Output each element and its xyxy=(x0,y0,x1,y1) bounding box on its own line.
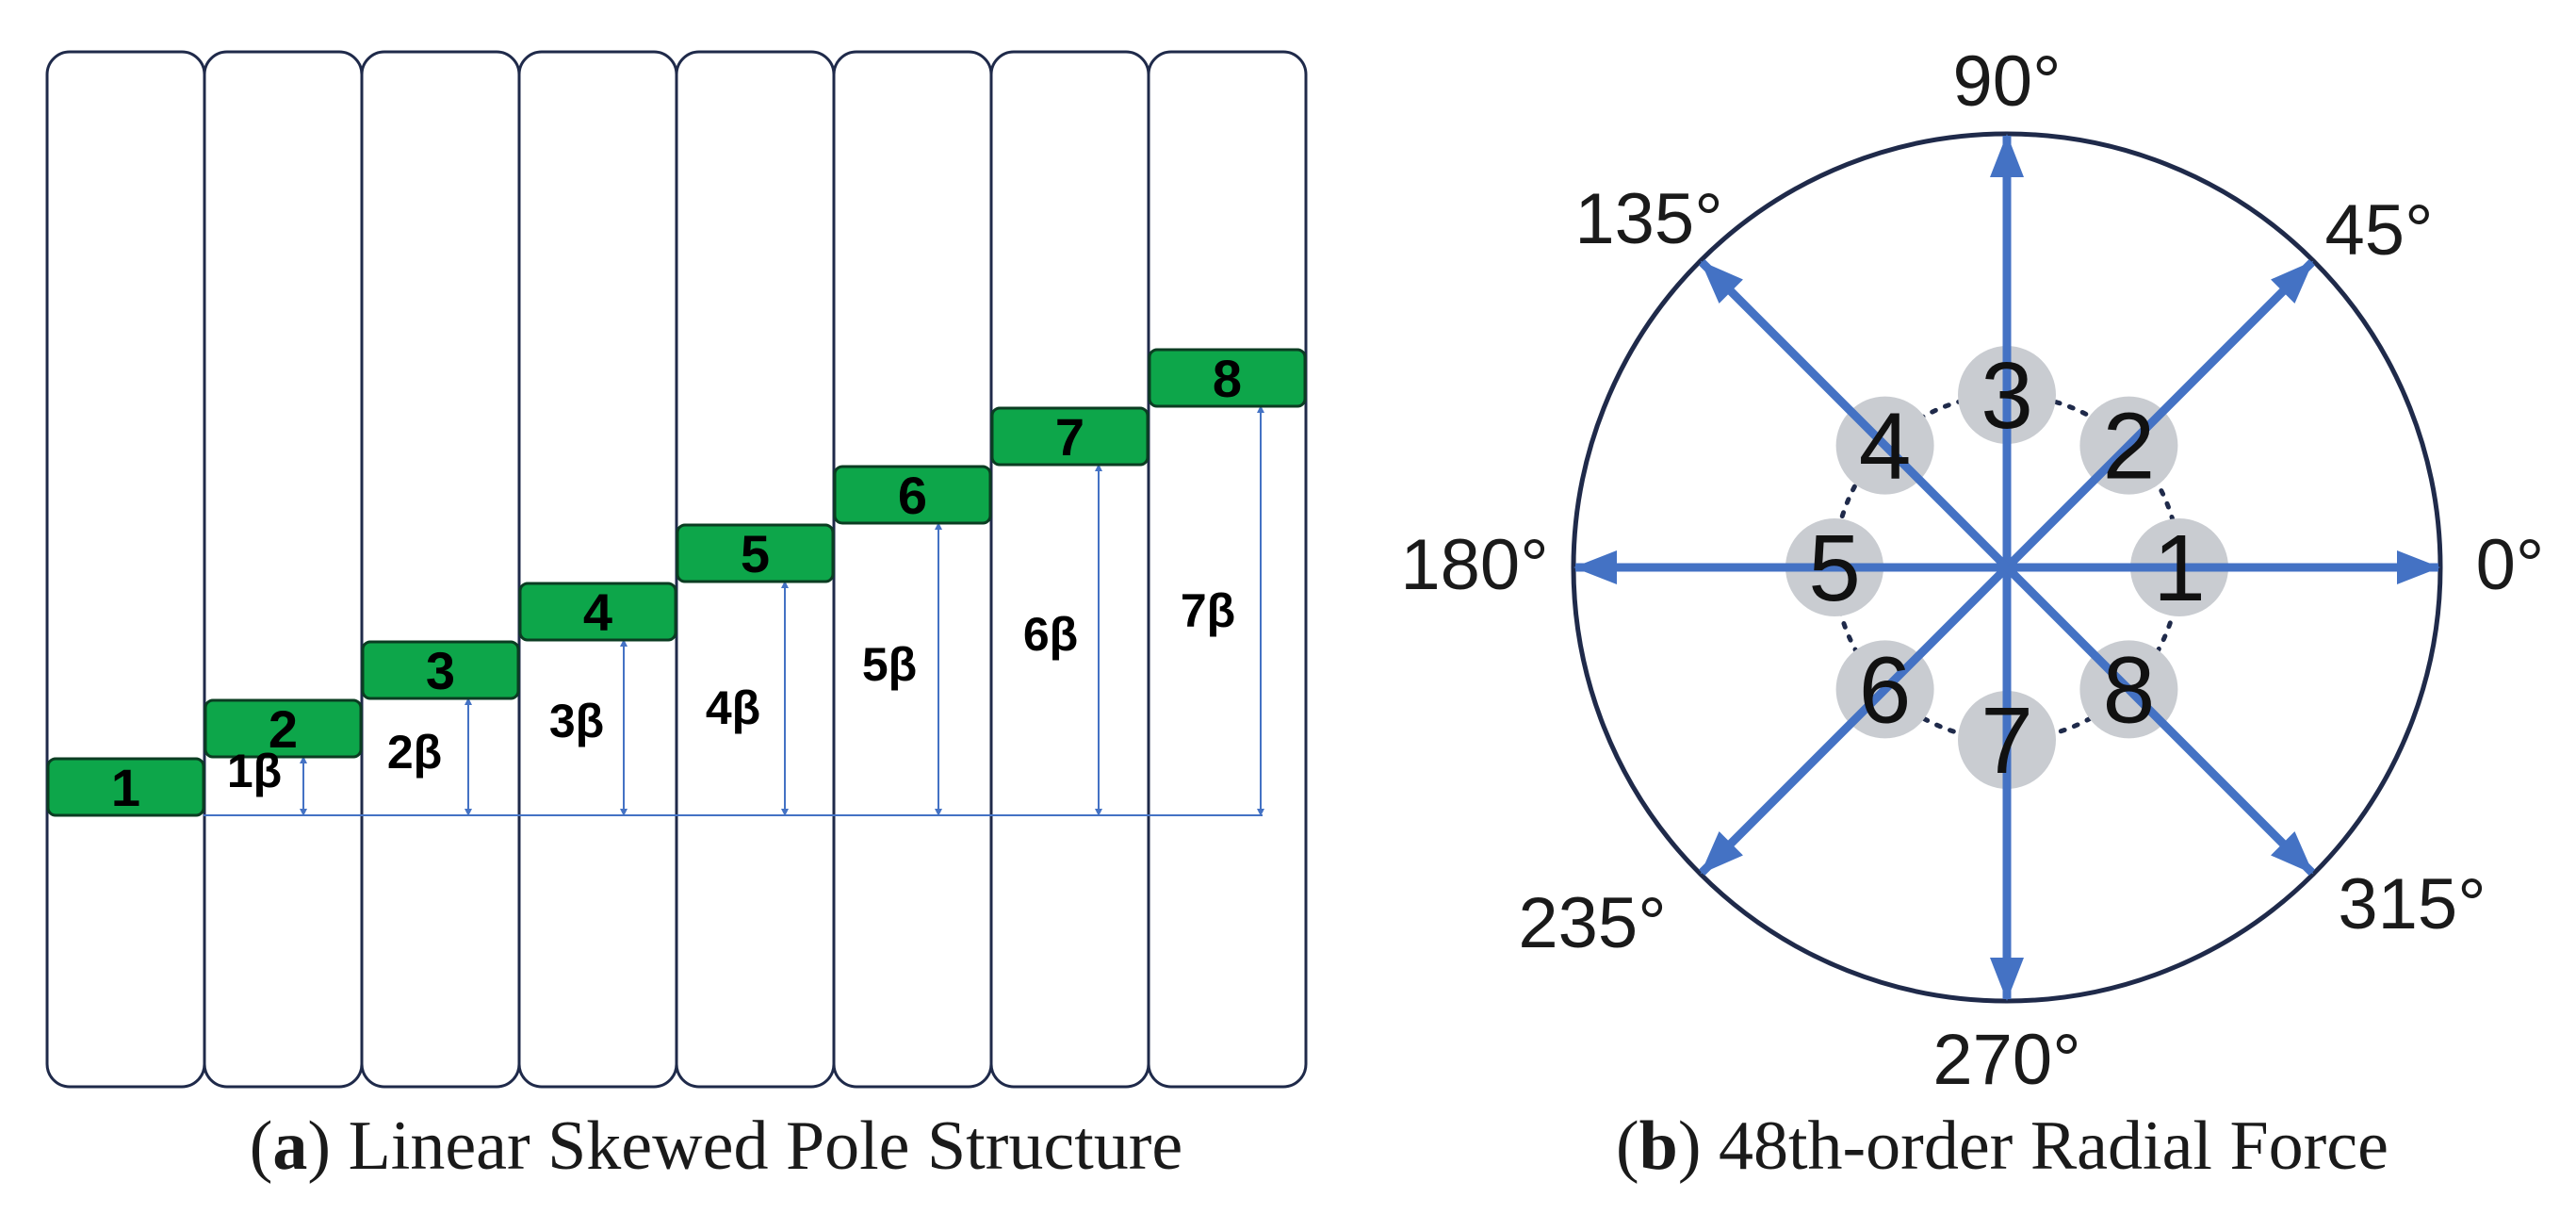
pole-column-1 xyxy=(45,50,206,1089)
offset-label-1: 1β xyxy=(227,745,282,797)
angle-label-4: 180° xyxy=(1400,525,1548,605)
angle-label-0: 0° xyxy=(2476,525,2545,605)
radial-force-arrows xyxy=(1573,134,2440,1001)
pole-segment-5 xyxy=(676,523,835,583)
offset-label-2: 2β xyxy=(387,726,442,779)
vector-marker-label-6: 6 xyxy=(1859,637,1912,743)
force-arrow-4 xyxy=(1698,258,2011,571)
pole-segment-label-3: 3 xyxy=(426,641,455,700)
caption-a: (a) Linear Skewed Pole Structure xyxy=(250,1107,1183,1185)
pole-segment-label-7: 7 xyxy=(1055,407,1084,467)
pole-segment-6 xyxy=(833,465,992,525)
force-arrow-6 xyxy=(1698,564,2011,877)
angle-label-3: 135° xyxy=(1574,179,1722,259)
vector-marker-label-2: 2 xyxy=(2103,394,2156,500)
angle-label-6: 270° xyxy=(1932,1020,2080,1100)
offset-label-4: 4β xyxy=(706,681,760,734)
pole-column-2 xyxy=(203,50,364,1089)
offset-label-7: 7β xyxy=(1181,584,1235,637)
angle-label-5: 235° xyxy=(1518,883,1666,963)
panel-a-skewed-pole-structure: 1 2 3 4 5 6 7 8 1β 2β 3β 4β 5β 6β 7β (a) Linear Skewe… xyxy=(45,50,1308,1185)
force-arrow-2 xyxy=(2003,258,2316,571)
pole-column-8 xyxy=(1147,50,1308,1089)
angle-label-7: 315° xyxy=(2338,864,2486,944)
pole-segment-label-6: 6 xyxy=(898,466,927,525)
caption-a-letter: a xyxy=(272,1107,307,1185)
caption-b-letter: b xyxy=(1639,1107,1678,1185)
pole-segment-label-8: 8 xyxy=(1213,349,1242,408)
pole-segment-4 xyxy=(518,582,677,642)
offset-label-3: 3β xyxy=(549,695,604,747)
vector-marker-label-1: 1 xyxy=(2153,516,2206,621)
pole-columns xyxy=(45,50,1308,1089)
pole-segment-label-1: 1 xyxy=(111,758,140,817)
pole-segments: 1 2 3 4 5 6 7 8 xyxy=(46,348,1307,817)
pole-segment-label-4: 4 xyxy=(583,582,612,642)
pole-column-7 xyxy=(989,50,1150,1089)
pole-segment-7 xyxy=(990,406,1149,467)
pole-segment-8 xyxy=(1148,348,1307,408)
pole-segment-label-5: 5 xyxy=(741,524,770,583)
angle-labels: 0° 45° 90° 135° 180° 235° 270° 315° xyxy=(1400,41,2544,1100)
pole-column-3 xyxy=(360,50,521,1089)
offset-labels: 1β 2β 3β 4β 5β 6β 7β xyxy=(227,584,1235,797)
offset-dimension-arrows xyxy=(300,405,1264,816)
caption-b: (b) 48th-order Radial Force xyxy=(1616,1107,2389,1185)
pole-segment-2 xyxy=(204,698,363,759)
pole-column-6 xyxy=(832,50,993,1089)
vector-marker-label-5: 5 xyxy=(1808,516,1861,621)
pole-column-4 xyxy=(517,50,678,1089)
vector-marker-label-3: 3 xyxy=(1981,343,2033,449)
caption-a-text: Linear Skewed Pole Structure xyxy=(349,1107,1183,1185)
pole-segment-3 xyxy=(361,640,520,700)
offset-label-6: 6β xyxy=(1023,608,1078,661)
offset-label-5: 5β xyxy=(862,638,917,691)
vector-marker-label-8: 8 xyxy=(2103,637,2156,743)
caption-b-text: 48th-order Radial Force xyxy=(1719,1107,2389,1185)
vector-marker-label-4: 4 xyxy=(1859,394,1912,500)
angle-label-1: 45° xyxy=(2325,190,2434,271)
force-arrow-8 xyxy=(2003,564,2316,877)
pole-segment-1 xyxy=(46,757,205,817)
angle-label-2: 90° xyxy=(1953,41,2062,122)
vector-marker-label-7: 7 xyxy=(1981,688,2033,794)
pole-segment-label-2: 2 xyxy=(269,699,298,759)
